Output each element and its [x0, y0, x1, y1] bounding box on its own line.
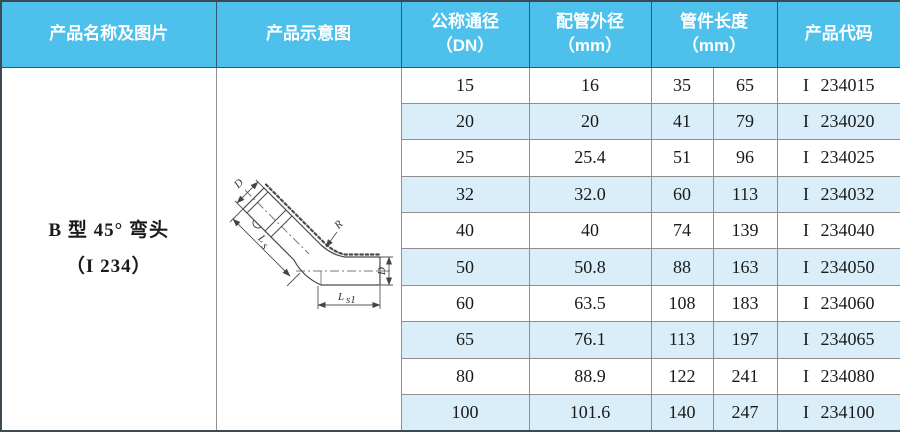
dim-r-leader: [325, 231, 337, 248]
svg-text:s1: s1: [346, 294, 356, 306]
dim-d-top-extensions: [234, 179, 264, 210]
cell-l1: 140: [650, 394, 714, 432]
cell-od: 16: [528, 66, 652, 104]
cell-l1: 122: [650, 357, 714, 396]
cell-dn: 20: [400, 102, 530, 141]
cell-dn: 50: [400, 248, 530, 286]
table-row: 40 40 74 139 I 234040: [1, 212, 900, 250]
cell-od: 88.9: [528, 357, 652, 396]
cell-dn: 100: [400, 394, 530, 432]
col-header-product-code: 产品代码: [776, 1, 900, 68]
cell-dn: 25: [400, 139, 530, 177]
cell-l2: 113: [712, 175, 778, 214]
cell-od: 50.8: [528, 248, 652, 286]
diagram-cell: D L s R D: [215, 66, 402, 432]
product-name-line1: B 型 45° 弯头: [48, 219, 170, 241]
cell-l2: 65: [712, 66, 778, 104]
cell-code: I 234100: [776, 394, 900, 432]
header-label-line1: 公称通径: [431, 12, 499, 32]
col-header-pipe-od: 配管外径 （mm）: [528, 1, 652, 68]
dim-ls-extensions: [229, 208, 300, 287]
cell-l2: 96: [712, 139, 778, 177]
table-row: 50 50.8 88 163 I 234050: [1, 248, 900, 286]
cell-dn: 32: [400, 175, 530, 214]
notch-arc: [252, 219, 261, 229]
cell-l2: 247: [712, 394, 778, 432]
cell-code: I 234050: [776, 248, 900, 286]
cell-l1: 113: [650, 321, 714, 359]
table-row: B 型 45° 弯头 （I 234）: [0, 66, 900, 432]
cell-l1: 60: [650, 175, 714, 214]
cell-l1: 108: [650, 284, 714, 323]
header-label-line2: （mm）: [681, 36, 747, 56]
cell-l2: 197: [712, 321, 778, 359]
dim-label-d-top: D: [231, 178, 246, 192]
pipe-outer-edge: [242, 186, 380, 258]
elbow-45-diagram-svg: D L s R D: [229, 178, 393, 309]
cell-l2: 183: [712, 284, 778, 323]
header-label-line1: 配管外径: [556, 12, 624, 32]
cell-code: I 234020: [776, 102, 900, 141]
cell-od: 40: [528, 212, 652, 250]
header-label: 产品名称及图片: [49, 24, 169, 44]
col-header-product-name: 产品名称及图片: [1, 1, 217, 68]
diagonal-centerline: [244, 189, 309, 255]
cell-od: 63.5: [528, 284, 652, 323]
table-row: 80 88.9 122 241 I 234080: [1, 357, 900, 396]
cell-l1: 41: [650, 102, 714, 141]
dim-label-d-right: D: [376, 267, 388, 276]
table-row: 25 25.4 51 96 I 234025: [1, 139, 900, 177]
weld-bead-texture: [264, 183, 381, 256]
cell-l2: 139: [712, 212, 778, 250]
elbow-45-technical-drawing: D L s R D: [217, 178, 401, 320]
header-row: 产品名称及图片 产品示意图 公称通径 （DN） 配管外径 （mm） 管件长度 （…: [1, 1, 900, 68]
cell-od: 76.1: [528, 321, 652, 359]
dim-ls-line: [232, 218, 290, 277]
cell-code: I 234060: [776, 284, 900, 323]
cell-od: 101.6: [528, 394, 652, 432]
dim-d-top-line: [236, 181, 258, 204]
header-label-line2: （DN）: [435, 36, 495, 56]
cell-dn: 80: [400, 357, 530, 396]
cell-code: I 234015: [776, 66, 900, 104]
cell-l1: 88: [650, 248, 714, 286]
col-header-fitting-length: 管件长度 （mm）: [650, 1, 778, 68]
cell-code: I 234032: [776, 175, 900, 214]
svg-text:s: s: [259, 240, 271, 252]
table-row: 100 101.6 140 247 I 234100: [1, 394, 900, 432]
cell-od: 20: [528, 102, 652, 141]
cell-code: I 234040: [776, 212, 900, 250]
dim-label-ls1: L s1: [337, 291, 356, 306]
cell-code: I 234065: [776, 321, 900, 359]
dim-label-r: R: [331, 218, 345, 232]
col-header-dn: 公称通径 （DN）: [400, 1, 530, 68]
cell-code: I 234080: [776, 357, 900, 396]
product-name-line2: （I 234）: [65, 255, 152, 277]
cell-od: 32.0: [528, 175, 652, 214]
cell-l1: 74: [650, 212, 714, 250]
cell-dn: 60: [400, 284, 530, 323]
cell-l2: 241: [712, 357, 778, 396]
cell-od: 25.4: [528, 139, 652, 177]
header-label-line1: 管件长度: [680, 12, 748, 32]
cell-l1: 35: [650, 66, 714, 104]
svg-text:L: L: [337, 291, 344, 303]
cell-l1: 51: [650, 139, 714, 177]
header-label: 产品示意图: [266, 24, 351, 44]
cell-dn: 15: [400, 66, 530, 104]
cell-dn: 40: [400, 212, 530, 250]
product-name-cell: B 型 45° 弯头 （I 234）: [0, 66, 217, 432]
cell-l2: 79: [712, 102, 778, 141]
header-label: 产品代码: [804, 24, 873, 44]
col-header-diagram: 产品示意图: [215, 1, 402, 68]
header-label-line2: （mm）: [557, 36, 623, 56]
cell-l2: 163: [712, 248, 778, 286]
table-row: 32 32.0 60 113 I 234032: [1, 175, 900, 214]
cell-dn: 65: [400, 321, 530, 359]
cell-code: I 234025: [776, 139, 900, 177]
